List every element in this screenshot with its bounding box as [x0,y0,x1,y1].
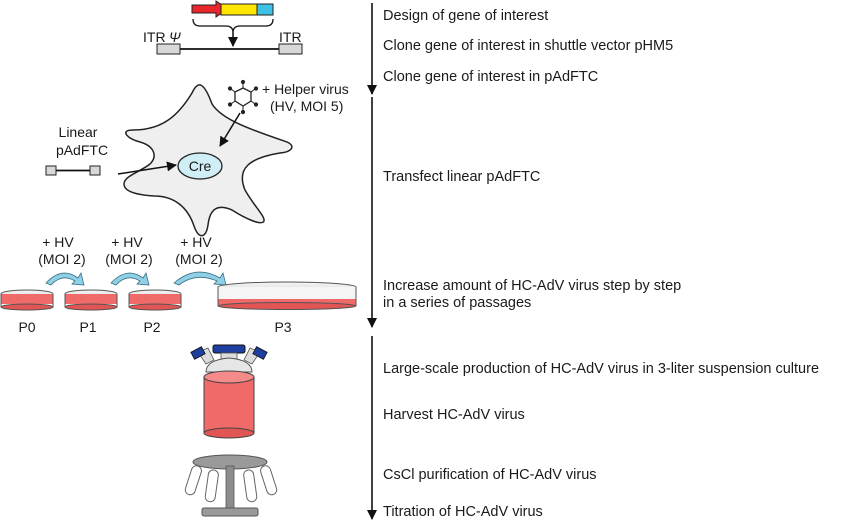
transfection-arrow [117,161,177,175]
linear-itr-right [89,165,101,176]
passage-hv-2: + HV [111,234,143,250]
gene-construct: ITR Ψ ITR [143,0,303,55]
dish-label-p1: P1 [79,319,96,335]
curved-arrow-2 [110,271,150,286]
passage-hv-1: + HV [42,234,74,250]
passage-hv-3: + HV [180,234,212,250]
helper-virus: + Helper virus (HV, MOI 5) [227,79,349,115]
helper-virus-line1: + Helper virus [262,81,349,97]
step-transfect: Transfect linear pAdFTC [383,169,540,185]
itr-right-box [278,43,303,55]
step-clone-pHM5: Clone gene of interest in shuttle vector… [383,38,673,54]
step-harvest: Harvest HC-AdV virus [383,407,525,423]
step-clone-pAdFTC: Clone gene of interest in pAdFTC [383,69,598,85]
culture-dishes: P0 P1 P2 P3 [0,281,357,335]
passage-moi-1: (MOI 2) [38,251,85,267]
itr-right-label: ITR [279,29,302,45]
transfer-arrows [45,271,227,286]
cyan-segment [256,3,274,16]
cre-nucleus [177,152,223,180]
flask-cap [212,344,246,354]
centrifuge-rotor [184,454,278,517]
step-increase-2: in a series of passages [383,295,531,311]
linear-itr-left [45,165,57,176]
linear-line2: pAdFTC [56,142,108,158]
linear-padftc: Linear pAdFTC [45,124,108,176]
passage-labels: + HV (MOI 2) + HV (MOI 2) + HV (MOI 2) [38,234,222,267]
itr-left-box [156,43,181,55]
producer-cell: Cre [117,84,293,237]
dish-label-p2: P2 [143,319,160,335]
step-cscl: CsCl purification of HC-AdV virus [383,467,597,483]
passage-moi-2: (MOI 2) [105,251,152,267]
dish-p3 [217,281,357,310]
step-design: Design of gene of interest [383,8,548,24]
dish-p1 [64,289,118,311]
brace [192,18,274,32]
step-titration: Titration of HC-AdV virus [383,504,543,520]
dish-p2 [128,289,182,311]
virus-entry-arrow [219,112,241,147]
virus-hexagon-icon [234,87,252,107]
passage-moi-3: (MOI 2) [175,251,222,267]
rotor-base [201,507,259,517]
cre-label: Cre [189,158,212,174]
curved-arrow-1 [45,271,85,286]
workflow-steps: Design of gene of interest Clone gene of… [383,8,819,520]
step-large-scale: Large-scale production of HC-AdV virus i… [383,361,819,377]
helper-virus-line2: (HV, MOI 5) [270,98,343,114]
flask-body [203,376,255,434]
culture-flask [190,344,268,439]
dish-label-p3: P3 [274,319,291,335]
step-increase-1: Increase amount of HC-AdV virus step by … [383,278,681,294]
dish-label-p0: P0 [18,319,35,335]
itr-left-label: ITR [143,29,166,45]
dish-p0 [0,289,54,311]
psi-label: Ψ [169,29,181,45]
curved-arrow-3 [173,271,227,286]
linear-line1: Linear [59,124,98,140]
yellow-segment [220,3,259,16]
